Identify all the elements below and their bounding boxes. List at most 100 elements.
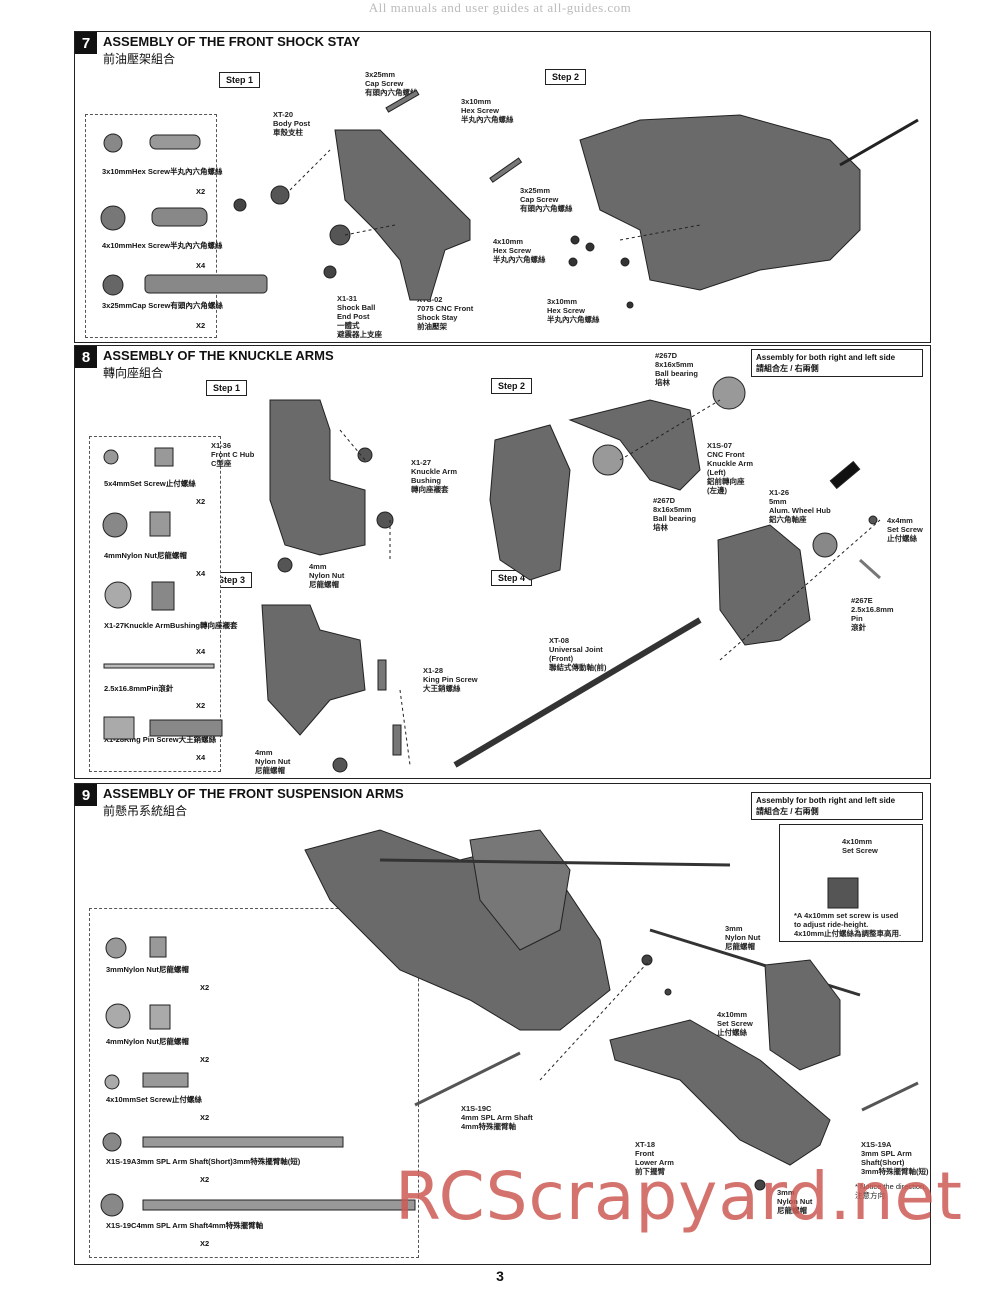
part-qty: X2: [200, 1113, 210, 1122]
bushing-icon: [151, 581, 175, 611]
part-qty: X2: [196, 187, 206, 196]
set-screw-icon: [103, 449, 119, 465]
part-qty: X2: [200, 1175, 210, 1184]
part-qty: X4: [196, 647, 206, 656]
part-label: X1S-19C4mm SPL Arm Shaft4mm特殊擺臂軸: [106, 1221, 264, 1230]
section-title: ASSEMBLY OF THE KNUCKLE ARMS: [103, 348, 334, 363]
wheel-hub-icon: [812, 532, 838, 558]
step-2-label: Step 2: [545, 69, 587, 85]
nylon-nut-icon: [105, 1003, 131, 1029]
knuckle-arm-icon: [568, 399, 701, 491]
watermark-top: All manuals and user guides at all-guide…: [368, 0, 632, 15]
pin-icon: [103, 663, 215, 669]
wrench-icon: [829, 460, 861, 490]
hex-screw-head-icon: [103, 133, 123, 153]
section-number: 8: [75, 346, 97, 368]
universal-joint-icon: [453, 617, 702, 768]
part-qty: X4: [196, 753, 206, 762]
part-label: X1-27Knuckle ArmBushing轉向座襯套: [104, 621, 238, 630]
knuckle-assembly-icon: [764, 959, 841, 1071]
ball-end-post-icon: [233, 198, 247, 212]
nylon-nut-icon: [102, 512, 128, 538]
watermark-bottom: RCScrapyard.net: [395, 1158, 963, 1235]
nylon-nut-icon: [105, 937, 127, 959]
section-title: ASSEMBLY OF THE FRONT SUSPENSION ARMS: [103, 786, 404, 801]
part-qty: X2: [196, 701, 206, 710]
body-post-icon: [329, 224, 351, 246]
king-pin-screw-icon: [149, 719, 223, 737]
ball-bearing-icon: [592, 444, 624, 476]
cap-screw-icon: [489, 157, 523, 183]
arm-shaft-short-icon: [142, 1136, 344, 1148]
arm-shaft-short-icon: [861, 1081, 919, 1112]
hex-screw-icon: [151, 207, 208, 227]
part-label: 5x4mmSet Screw止付螺絲: [104, 479, 196, 488]
section-number: 9: [75, 784, 97, 806]
part-label: 2.5x16.8mmPin滾針: [104, 684, 174, 693]
section-title: ASSEMBLY OF THE FRONT SHOCK STAY: [103, 34, 361, 49]
section-number: 7: [75, 32, 97, 54]
part-qty: X2: [200, 1239, 210, 1248]
front-lower-arm-icon: [609, 1019, 831, 1166]
king-pin-screw-head-icon: [103, 716, 135, 740]
part-label: 3x25mmCap Screw有頭內六角螺絲: [102, 301, 223, 310]
part-label: 4x10mmHex Screw半丸內六角螺絲: [102, 241, 223, 250]
gearbox-assembly-icon: [579, 114, 861, 291]
part-qty: X2: [196, 321, 206, 330]
bushing-icon: [104, 581, 132, 609]
part-qty: X2: [196, 497, 206, 506]
knuckle-assembly-icon: [717, 524, 811, 646]
part-qty: X2: [200, 1055, 210, 1064]
cap-screw-icon: [385, 89, 420, 113]
arm-shaft-head-icon: [102, 1132, 122, 1152]
part-label: 4x10mmSet Screw止付螺絲: [106, 1095, 202, 1104]
page-number: 3: [496, 1268, 504, 1284]
shock-stay-plate-icon: [334, 129, 471, 301]
step-2-label: Step 2: [491, 378, 533, 394]
set-screw-icon: [104, 1074, 120, 1090]
part-qty: X2: [200, 983, 210, 992]
body-post-icon: [270, 185, 290, 205]
section-subtitle: 轉向座組合: [103, 366, 164, 380]
section-subtitle: 前油壓架組合: [103, 52, 176, 66]
arm-shaft-head-icon: [100, 1193, 124, 1217]
c-hub-assembly-icon: [261, 604, 366, 736]
set-screw-icon: [154, 447, 174, 467]
ball-bearing-icon: [712, 376, 746, 410]
part-qty: X4: [196, 261, 206, 270]
cap-screw-head-icon: [102, 274, 124, 296]
nylon-nut-icon: [149, 511, 171, 537]
step-1-label: Step 1: [206, 380, 248, 396]
part-label: 4mmNylon Nut尼龍螺帽: [104, 551, 187, 560]
hex-screw-icon: [149, 134, 201, 150]
cap-screw-icon: [144, 274, 268, 294]
step-1-label: Step 1: [219, 72, 261, 88]
